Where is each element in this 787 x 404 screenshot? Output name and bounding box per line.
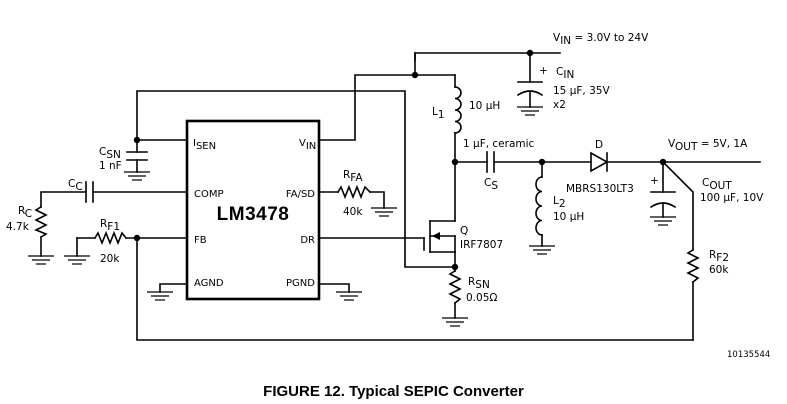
ground-icon <box>147 291 173 301</box>
label-r-sn-ref: RSN <box>468 276 490 291</box>
label-r-c-ref: RC <box>18 205 32 220</box>
label-r-f1-ref: RF1 <box>100 218 120 233</box>
label-c-out-ref: COUT <box>702 177 732 192</box>
label-c-in-extra: x2 <box>553 99 566 111</box>
capacitor-c-sn <box>126 151 148 161</box>
ground-icon <box>64 255 90 265</box>
label-c-in-value: 15 μF, 35V <box>553 85 610 97</box>
label-r-c-value: 4.7k <box>6 221 30 233</box>
label-c-c-ref: CC <box>68 178 83 193</box>
pin-vin: VIN <box>299 138 316 152</box>
pin-pgnd: PGND <box>286 278 315 289</box>
inductor-l1 <box>454 86 462 134</box>
ground-icon <box>28 255 54 265</box>
resistor-r-f2 <box>686 248 700 284</box>
plus-mark-c-in: + <box>539 65 548 77</box>
figure-caption: FIGURE 12. Typical SEPIC Converter <box>263 383 524 400</box>
label-q-ref: Q <box>460 225 468 237</box>
diode-d <box>590 151 609 173</box>
ground-icon <box>529 245 555 255</box>
label-c-sn-ref: CSN <box>99 146 121 161</box>
capacitor-c-out <box>649 191 677 209</box>
label-c-in-ref: CIN <box>556 66 574 81</box>
wires <box>40 52 761 341</box>
label-r-f1-value: 20k <box>100 253 120 265</box>
label-r-f2-ref: RF2 <box>709 249 729 264</box>
resistor-r-fa <box>336 184 372 200</box>
ground-icon <box>517 106 543 116</box>
ic-body <box>185 119 321 301</box>
label-d-ref: D <box>595 139 603 151</box>
label-c-sn-value: 1 nF <box>99 160 122 172</box>
label-r-fa-value: 40k <box>343 206 363 218</box>
pin-fb: FB <box>194 235 207 246</box>
ground-icon <box>371 207 397 217</box>
label-l2-value: 10 μH <box>553 211 584 223</box>
resistor-r-c <box>34 205 48 239</box>
pin-fasd: FA/SD <box>286 189 315 200</box>
label-r-f2-value: 60k <box>709 264 729 276</box>
ground-symbols <box>28 106 676 327</box>
resistor-r-sn <box>448 269 462 305</box>
label-c-s-ref: CS <box>484 177 498 192</box>
label-c-out-value: 100 μF, 10V <box>700 192 764 204</box>
capacitor-c-s <box>486 151 495 173</box>
ground-icon <box>124 171 150 181</box>
ground-icon <box>650 216 676 226</box>
doc-number: 10135544 <box>727 350 770 360</box>
capacitor-c-c <box>85 181 94 203</box>
label-l2-ref: L2 <box>553 195 566 210</box>
plus-mark-c-out: + <box>650 175 659 187</box>
label-r-fa-ref: RFA <box>343 169 363 184</box>
label-l1-ref: L1 <box>432 106 445 121</box>
ic-name: LM3478 <box>217 204 290 225</box>
pin-agnd: AGND <box>194 278 224 289</box>
resistor-r-f1 <box>93 230 128 246</box>
capacitor-c-in <box>516 81 544 97</box>
label-c-s-value: 1 μF, ceramic <box>463 138 535 150</box>
junction-dots <box>133 49 667 271</box>
inductor-l2 <box>535 176 543 236</box>
pin-comp: COMP <box>194 189 224 200</box>
ground-icon <box>442 317 468 327</box>
pin-dr: DR <box>300 235 315 246</box>
label-vout: VOUT = 5V, 1A <box>668 138 748 153</box>
label-q-value: IRF7807 <box>460 239 503 251</box>
mosfet-q <box>423 220 456 253</box>
label-vin: VIN = 3.0V to 24V <box>553 32 649 47</box>
ground-icon <box>336 291 362 301</box>
pin-isen: ISEN <box>193 138 216 152</box>
label-d-value: MBRS130LT3 <box>566 183 634 195</box>
label-r-sn-value: 0.05Ω <box>466 292 497 304</box>
label-l1-value: 10 μH <box>469 100 500 112</box>
